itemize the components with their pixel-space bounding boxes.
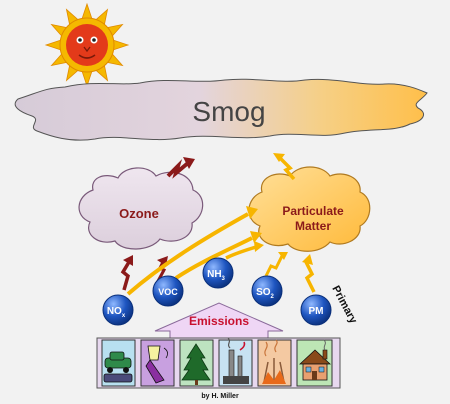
particulate-cloud-icon [248, 166, 371, 252]
emissions-label: Emissions [189, 314, 249, 328]
vehicles-icon [101, 339, 136, 387]
nh3-ball: NH3 [202, 257, 234, 289]
solvents-icon [140, 339, 175, 387]
fires-icon [257, 339, 292, 387]
svg-text:NH3: NH3 [207, 269, 225, 282]
ozone-cloud-icon [78, 167, 204, 250]
vegetation-icon [179, 339, 214, 387]
nox-ball: NOx [102, 294, 134, 326]
smog-label: Smog [192, 96, 265, 127]
pm-ball: PM [300, 294, 332, 326]
credit-label: by H. Miller [201, 393, 239, 400]
pm-primary-arrow [302, 254, 316, 293]
nh3-label: NH [207, 269, 221, 280]
sun-icon [44, 2, 130, 88]
primary-label: Primary [329, 284, 359, 327]
ozone-to-smog-arrow [166, 157, 195, 179]
voc-ball: VOC [152, 275, 184, 307]
nox-to-pm-arrow [126, 206, 258, 296]
so2-subscript: 2 [271, 294, 275, 300]
ozone-label: Ozone [119, 206, 159, 221]
nh3-to-pm-arrow [225, 241, 264, 260]
nox-label: NO [107, 306, 122, 317]
industry-icon [218, 337, 253, 387]
svg-text:NOx: NOx [107, 306, 126, 319]
voc-to-pm-arrow [174, 231, 262, 280]
svg-text:SO2: SO2 [256, 287, 274, 300]
voc-label: VOC [158, 287, 178, 297]
pm-label: PM [309, 306, 324, 317]
residential-icon [296, 339, 333, 387]
so2-to-pm-arrow [264, 252, 288, 277]
particulate-label-line1: Particulate [282, 204, 344, 218]
nh3-subscript: 3 [222, 276, 226, 282]
particulate-label-line2: Matter [295, 219, 331, 233]
emissions-arrow [154, 302, 284, 341]
smog-cloud-icon [14, 78, 428, 141]
so2-ball: SO2 [251, 275, 283, 307]
nox-to-ozone-arrow [120, 255, 133, 291]
so2-label: SO [256, 287, 271, 298]
nox-subscript: x [122, 313, 126, 319]
pm-to-smog-arrow [273, 153, 296, 181]
